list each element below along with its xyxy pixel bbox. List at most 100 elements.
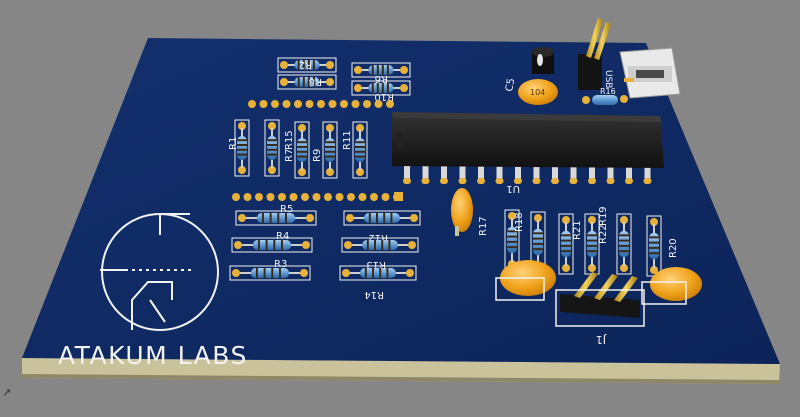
ceramic-capacitor-c7: [451, 188, 473, 236]
resistor-r15: R15: [264, 119, 295, 177]
resistor-r10: R10: [351, 80, 411, 102]
pad: [317, 100, 325, 108]
resistor-r3-label: R3: [274, 259, 287, 270]
resistor-r19-label: R19: [598, 206, 609, 226]
resistor-r3: R3: [229, 259, 311, 281]
ic-pin: [533, 166, 540, 180]
ic-pad: [495, 178, 504, 184]
pad: [243, 193, 252, 201]
logo-text: ATAKUM LABS: [58, 341, 248, 370]
pad: [305, 100, 314, 108]
pad: [335, 193, 344, 201]
pad: [282, 100, 291, 108]
pad: [328, 100, 337, 108]
ceramic-capacitor-left: [495, 260, 556, 301]
svg-text:R16: R16: [600, 87, 616, 96]
resistor-r6-label: R6: [375, 73, 388, 84]
pad: [324, 193, 332, 201]
resistor-r1-label: R1: [228, 137, 239, 150]
resistor-r19: R19: [598, 206, 632, 275]
vacuum-tube-logo-icon: [100, 213, 219, 331]
ic-pad: [588, 178, 596, 184]
resistor-r6: R6: [351, 62, 411, 84]
pad: [370, 193, 378, 201]
resistor-r16: R16: [582, 87, 628, 105]
pad: [255, 193, 263, 201]
resistor-r21-label: R21: [572, 220, 583, 240]
resistor-r22-label: R22: [598, 224, 609, 244]
ic-pad: [440, 178, 448, 184]
ic-pad: [421, 178, 430, 184]
resistor-r17-label: R17: [478, 216, 489, 236]
resistor-r22: R22: [584, 213, 609, 275]
resistor-r4-label: R4: [276, 231, 289, 242]
resistor-r5: R5: [235, 204, 317, 226]
resistor-r20-label: R20: [668, 238, 679, 258]
ic-pin: [607, 166, 614, 180]
pad: [312, 193, 321, 201]
ic-pin: [552, 166, 558, 180]
resistor-r7: R7: [284, 121, 310, 179]
ic-pin: [515, 166, 521, 180]
cap-marking: 104: [530, 88, 545, 97]
usb-connector-icon: USB: [603, 47, 681, 99]
resistor-r9-label: R9: [312, 149, 323, 162]
resistor-r5-label: R5: [280, 204, 293, 215]
pad: [232, 193, 240, 201]
ic-pin: [644, 166, 651, 180]
resistor-r8: R8: [277, 74, 337, 90]
pad: [347, 193, 355, 201]
ic-pad: [458, 178, 467, 184]
ic-pin: [496, 166, 503, 180]
pad: [363, 100, 371, 108]
resistor-r13: R13: [341, 237, 419, 270]
resistor-r8-label: R8: [309, 76, 322, 87]
resistor-r13-label: R13: [366, 259, 386, 270]
resistor-r18-label: R18: [514, 212, 525, 232]
electrolytic-capacitor: C5: [504, 47, 554, 93]
j1-label: J1: [596, 333, 607, 346]
ic-pin: [626, 166, 632, 180]
pad: [289, 193, 298, 201]
ic-pad: [551, 178, 559, 184]
usb-label: USB: [603, 70, 613, 88]
pad: [301, 193, 309, 201]
ceramic-capacitor-104: 104: [518, 79, 558, 105]
ceramic-capacitor-right: [641, 267, 702, 305]
ic-pin: [404, 166, 410, 180]
resistor-r15-label: R15: [284, 130, 295, 150]
ic-pad: [625, 178, 633, 184]
ic-pin: [589, 166, 595, 180]
resistor-r14-label: R14: [364, 289, 384, 300]
corner-glyph: ↗: [2, 386, 11, 399]
ic-pad: [477, 178, 485, 184]
resistor-r21: R21: [558, 213, 583, 275]
ic-pad: [403, 178, 411, 184]
resistor-r7-label: R7: [284, 149, 295, 162]
dip-chip-icon: U1: [392, 112, 664, 194]
pad: [381, 193, 390, 201]
resistor-r9: R9: [312, 121, 338, 179]
pad: [386, 100, 394, 108]
ic-pad: [569, 178, 578, 184]
ic-label: U1: [506, 183, 520, 194]
pad: [266, 193, 275, 201]
resistor-r2-label: R2: [299, 59, 312, 70]
resistor-r1: R1: [228, 119, 250, 177]
pad-square: [394, 192, 403, 201]
pad: [271, 100, 279, 108]
ic-pin: [422, 166, 429, 180]
pad: [278, 193, 286, 201]
pad-row-upper: [248, 100, 394, 108]
ic-pin: [570, 166, 577, 180]
resistor-r2: R2: [277, 57, 337, 73]
pad: [358, 193, 367, 201]
pin-header-top: [578, 18, 611, 90]
ic-pad: [643, 178, 652, 184]
pad-row-lower: [232, 192, 403, 201]
ic-pad: [514, 178, 522, 184]
c5-label: C5: [504, 77, 517, 92]
